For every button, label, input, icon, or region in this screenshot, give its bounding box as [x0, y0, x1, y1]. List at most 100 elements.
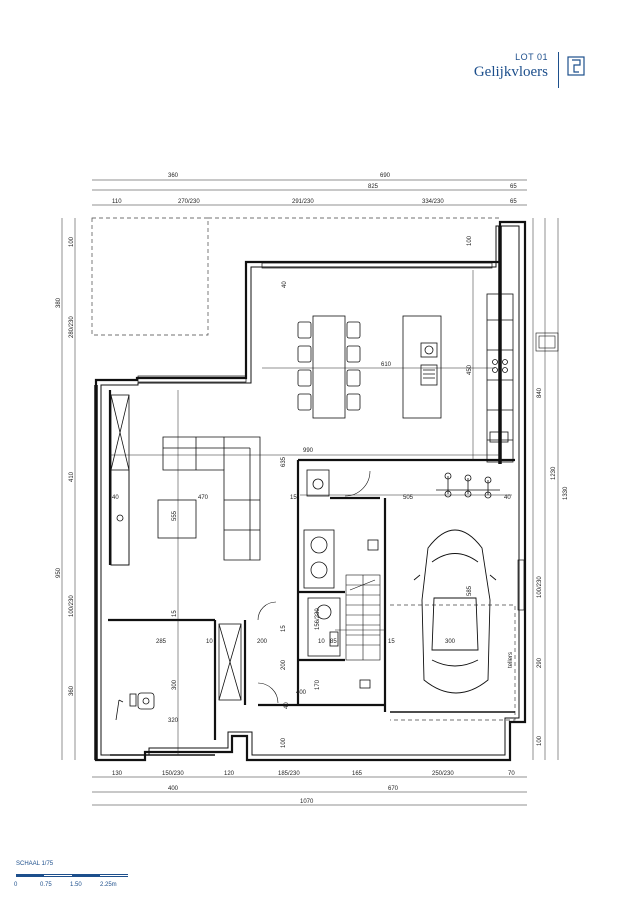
dim-left-inner-e: 360 [69, 685, 75, 696]
dim-bottom-1-b: 150/230 [162, 771, 184, 777]
scale-tick-0: 0 [14, 882, 18, 888]
dim-bottom-1-a: 130 [112, 771, 123, 777]
room-dim-2: 40 [282, 281, 288, 288]
dim-right-mid: 1230 [551, 466, 557, 480]
windows [137, 262, 525, 611]
dim-left-inner-c: 410 [69, 471, 75, 482]
kitchen-counter [486, 293, 514, 463]
dim-top-3-e: 65 [510, 199, 517, 205]
dim-bottom-1-d: 185/230 [278, 771, 300, 777]
car [413, 529, 497, 694]
doors [257, 470, 371, 704]
scale-tick-3: 2.25m [100, 882, 117, 888]
room-dim-21: 85 [330, 639, 337, 645]
office [115, 692, 155, 721]
room-dim-14: 15 [172, 610, 178, 617]
room-dim-7: 470 [198, 495, 209, 501]
dim-bottom-1-e: 165 [352, 771, 363, 777]
room-dim-5: 990 [303, 448, 314, 454]
room-dim-1: 100 [467, 235, 473, 246]
floorplan-logo-icon [567, 56, 585, 76]
walls [94, 220, 527, 762]
room-dim-15: 15 [281, 625, 287, 632]
dims-bottom: 130 150/230 120 185/230 165 250/230 70 4… [112, 771, 515, 805]
dim-left-inner-d: 100/230 [69, 595, 75, 617]
dim-bottom-1-c: 120 [224, 771, 235, 777]
dim-bottom-1-g: 70 [508, 771, 515, 777]
dim-top-3-c: 291/230 [292, 199, 314, 205]
floor-title: Gelijkvloers [473, 64, 548, 80]
room-dim-13: 585 [467, 585, 473, 596]
scale-tick-2: 1.50 [70, 882, 82, 888]
room-dim-25: 200 [281, 659, 287, 670]
scale-tick-1: 0.75 [40, 882, 52, 888]
dim-right-inner-c: 290 [537, 657, 543, 668]
room-dim-8: 555 [172, 510, 178, 521]
dim-top-3-b: 270/230 [178, 199, 200, 205]
header: LOT 01 Gelijkvloers [474, 52, 548, 81]
room-dim-30: 100 [281, 737, 287, 748]
header-divider [558, 52, 559, 88]
dashed-outline [91, 217, 516, 721]
dim-top-2-a: 825 [368, 184, 379, 190]
dim-right-inner-b: 100/230 [537, 576, 543, 598]
dim-bottom-3-a: 1070 [300, 799, 314, 805]
room-dim-26: 170 [315, 679, 321, 690]
room-dim-28: 320 [168, 718, 179, 724]
room-dim-6: 635 [281, 456, 287, 467]
room-dim-29: 40 [284, 702, 290, 709]
dims-right: 840 100/230 290 100 1230 1330 [537, 387, 569, 746]
dimension-lines [61, 179, 559, 806]
berging-label: tellers [508, 652, 514, 668]
dim-left-inner-a: 100 [69, 236, 75, 247]
storage-boxes [218, 623, 242, 701]
room-dim-24: 300 [172, 679, 178, 690]
dim-right-inner-d: 100 [537, 735, 543, 746]
room-dim-4: 450 [467, 364, 473, 375]
scale-label: SCHAAL 1/75 [16, 861, 54, 867]
room-dim-16: 285 [156, 639, 167, 645]
staircase [345, 574, 381, 661]
dim-bottom-2-b: 670 [388, 786, 399, 792]
room-dim-3: 610 [381, 362, 392, 368]
scale-seg-2 [44, 874, 72, 877]
dim-left-outer-a: 380 [56, 297, 62, 308]
scale-seg-3 [72, 874, 100, 877]
bathroom [303, 469, 379, 689]
room-dim-9: 15 [290, 495, 297, 501]
dim-right-outer: 1330 [563, 486, 569, 500]
meter-cabinet [535, 332, 559, 352]
dim-top-1-b: 690 [380, 173, 391, 179]
dining-table [297, 315, 361, 419]
room-dim-27: 400 [296, 690, 307, 696]
dim-top-1-a: 360 [168, 173, 179, 179]
room-dim-23: 300 [445, 639, 456, 645]
room-dim-11: 40 [504, 495, 511, 501]
room-dim-10: 505 [403, 495, 414, 501]
dims-left: 380 950 100 280/230 410 100/230 360 [56, 236, 75, 696]
lot-label: LOT 01 [515, 52, 548, 62]
room-dim-22: 15 [388, 639, 395, 645]
scale-seg-1 [16, 874, 44, 877]
room-dim-20: 10 [318, 639, 325, 645]
scale-seg-4 [100, 874, 128, 877]
room-dim-17: 10 [206, 639, 213, 645]
dim-top-3-d: 334/230 [422, 199, 444, 205]
dim-right-inner-a: 840 [537, 387, 543, 398]
dims-top: 360 690 825 65 110 270/230 291/230 334/2… [112, 173, 517, 205]
bikes [436, 472, 500, 499]
sofa [157, 436, 261, 561]
dim-bottom-1-f: 250/230 [432, 771, 454, 777]
dim-left-outer-b: 950 [56, 567, 62, 578]
room-dim-12: 40 [112, 495, 119, 501]
dim-bottom-2-a: 400 [168, 786, 179, 792]
dim-left-inner-b: 280/230 [69, 316, 75, 338]
kitchen-island [402, 315, 442, 419]
dim-top-3-a: 110 [112, 199, 122, 205]
dims-rooms: 100 40 610 450 990 635 470 555 15 505 40… [112, 235, 511, 748]
room-dim-19: 156/230 [315, 608, 321, 630]
dim-top-2-b: 65 [510, 184, 517, 190]
scale-ticks: 0 0.75 1.50 2.25m [14, 882, 134, 890]
tv-cabinet [110, 394, 130, 566]
